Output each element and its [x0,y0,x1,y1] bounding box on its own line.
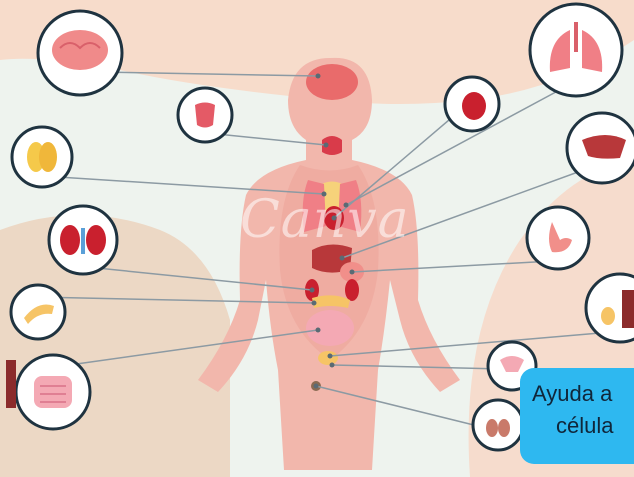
stomach-icon [527,207,589,269]
liver-icon [567,113,634,183]
thyroid-icon [178,88,232,142]
kidney-right-inner-icon [345,279,359,301]
kidneys-icon [49,206,117,274]
testes-icon [473,400,523,450]
brain-inner-icon [306,64,358,100]
heart-icon [445,77,499,131]
pancreas-icon [11,285,65,339]
overlay-caption-line1: Ayuda a [532,381,612,406]
lungs-icon [530,4,622,96]
overlay-caption-line2: célula [532,410,634,442]
brain-icon [38,11,122,95]
canva-watermark: Canva [240,190,410,250]
intestine-edge-icon [6,360,16,408]
overlay-caption-box: Ayuda a célula [520,368,634,464]
intestine-icon [16,355,90,429]
intestine-inner-icon [306,310,354,346]
thymus-icon [12,127,72,187]
bladder-inner-icon [318,351,338,365]
